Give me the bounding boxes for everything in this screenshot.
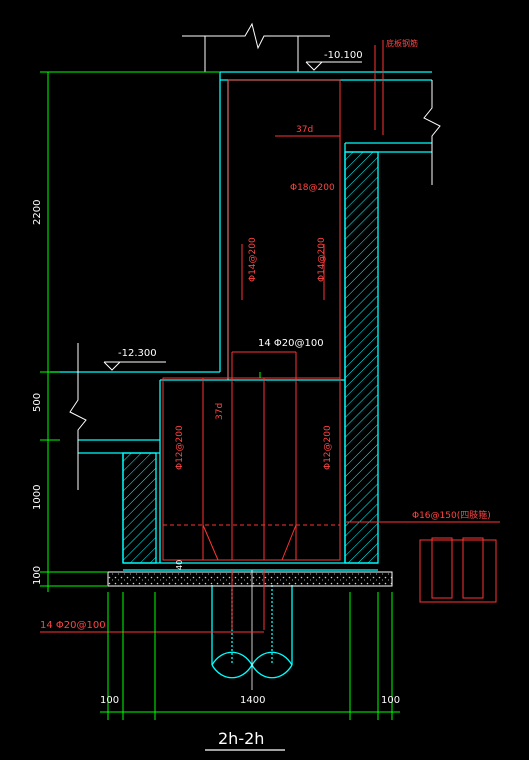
right-wall-hatch	[344, 151, 379, 564]
top-break-line	[182, 22, 330, 72]
label-37d-mid: 37d	[215, 403, 225, 420]
elevation-top-label: -10.100	[324, 50, 363, 61]
reinforcement	[40, 40, 500, 633]
dim-1400: 1400	[240, 695, 265, 706]
label-pit-right: Φ12@200	[323, 425, 333, 470]
dim-100-bottom-left: 100	[100, 695, 119, 706]
label-wall-left-vertical: Φ14@200	[248, 237, 258, 282]
label-37d-top: 37d	[296, 125, 313, 135]
dim-100-bottom-right: 100	[381, 695, 400, 706]
label-wall-horizontal: Φ18@200	[290, 183, 335, 193]
dimension-lines	[40, 71, 400, 720]
label-wall-right-vertical: Φ14@200	[317, 237, 327, 282]
section-title: 2h-2h	[218, 729, 264, 748]
dim-1000: 1000	[32, 485, 43, 510]
elevation-markers	[103, 61, 362, 371]
elevation-mid-label: -12.300	[118, 348, 157, 359]
label-bottom: 14 Φ20@100	[40, 620, 106, 631]
left-pit-wall-hatch	[122, 452, 157, 564]
label-pit-top: 14 Φ20@100	[258, 338, 324, 349]
dim-2200: 2200	[32, 200, 43, 225]
label-pit-left: Φ12@200	[175, 425, 185, 470]
label-stirrup: Φ16@150(四肢箍)	[412, 509, 491, 521]
dim-40: 40	[175, 560, 184, 570]
dim-500: 500	[32, 393, 43, 412]
top-right-note: 底板钢筋	[386, 38, 418, 48]
dim-100-left: 100	[32, 566, 43, 585]
break-marks	[69, 80, 441, 490]
gravel-cushion	[107, 571, 393, 587]
